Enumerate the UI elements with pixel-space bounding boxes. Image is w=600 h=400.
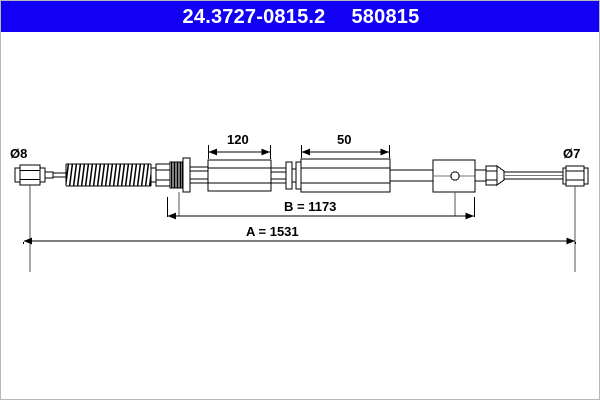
cable-run-to-bracket [390,169,433,182]
tube-section-120 [207,159,272,192]
left-end-barrel [14,164,54,186]
collar-fitting [270,161,302,190]
dimension-a-label: A = 1531 [246,224,299,239]
dimension-50 [301,145,390,158]
spring-coil-section [65,163,152,187]
tube-section-50 [300,158,391,193]
technical-drawing: Ø8 [1,32,599,399]
threaded-nut-fitting [150,157,209,193]
bracket-block-with-hole [432,159,476,193]
right-end-barrel [562,165,589,187]
article-number: 580815 [351,5,420,28]
cable-left-run [53,172,67,178]
left-diameter-label: Ø8 [10,146,27,161]
right-diameter-label: Ø7 [563,146,580,161]
bare-cable [504,171,566,180]
header-bar: 24.3727-0815.2 580815 [1,1,599,32]
tube-50-label: 50 [337,132,351,147]
dimension-b-line [167,197,475,220]
dimension-b-label: B = 1173 [284,199,336,214]
header-content: 24.3727-0815.2 580815 [1,1,599,32]
tube-120-label: 120 [227,132,249,147]
drawing-canvas: Ø8 [10,132,589,272]
taper-ferrule [474,165,505,186]
dimension-120 [208,145,271,159]
dimension-a-line [23,237,576,245]
part-number: 24.3727-0815.2 [182,5,326,28]
